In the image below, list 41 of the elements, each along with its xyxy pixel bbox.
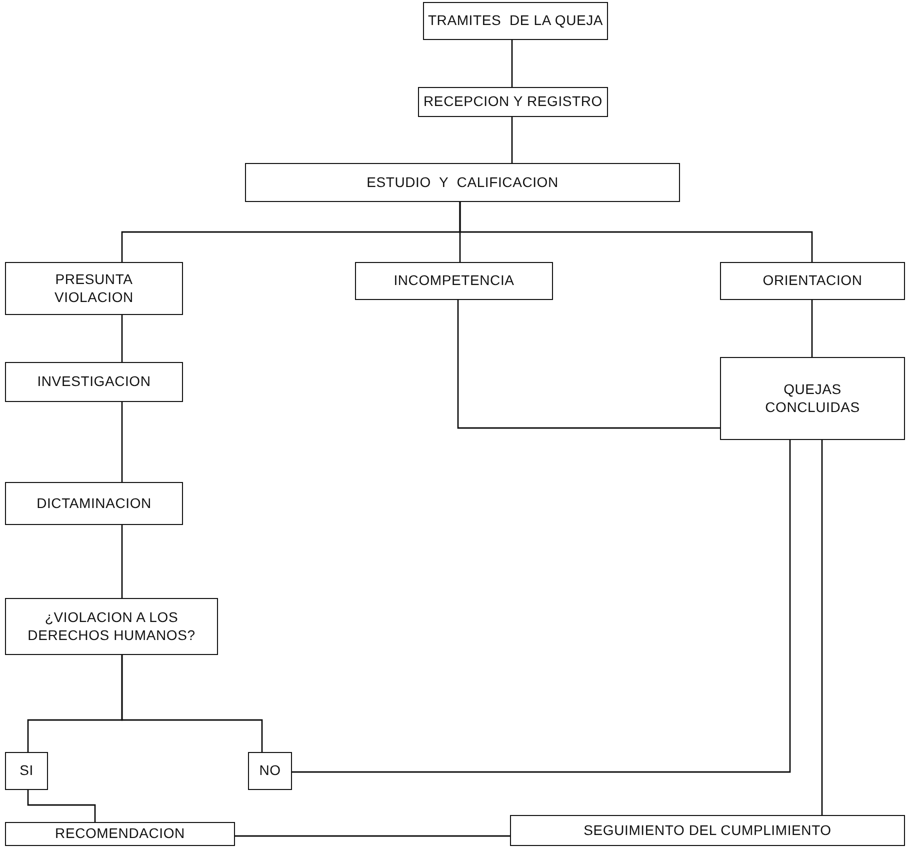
box-label: SEGUIMIENTO DEL CUMPLIMIENTO — [584, 822, 832, 840]
connector-line — [27, 790, 96, 822]
box-label: PRESUNTA VIOLACION — [54, 271, 134, 306]
box-label: ¿VIOLACION A LOS DERECHOS HUMANOS? — [26, 609, 196, 644]
connector-line — [121, 315, 123, 362]
process-box — [720, 262, 905, 300]
process-box — [5, 752, 48, 790]
connector-line — [292, 440, 791, 773]
box-label: TRAMITES DE LA QUEJA — [428, 12, 604, 30]
process-box — [355, 262, 553, 300]
process-box — [720, 357, 905, 440]
process-box — [5, 822, 235, 846]
box-label: DICTAMINACION — [36, 494, 152, 512]
box-label: SI — [20, 762, 34, 780]
connector-line — [811, 300, 813, 357]
connector-line — [121, 655, 263, 752]
process-box — [245, 163, 680, 202]
connector-line — [459, 202, 813, 262]
box-label: INCOMPETENCIA — [394, 272, 514, 290]
process-box — [5, 362, 183, 402]
connector-line — [235, 835, 510, 837]
process-box — [5, 262, 183, 315]
process-box — [248, 752, 292, 790]
box-label: ORIENTACION — [762, 272, 862, 290]
box-label: ESTUDIO Y CALIFICACION — [366, 174, 558, 192]
process-box — [423, 2, 608, 40]
box-label: QUEJAS CONCLUIDAS — [765, 381, 860, 416]
box-label: RECOMENDACION — [55, 825, 185, 843]
connector-line — [121, 402, 123, 482]
connector-line — [821, 440, 823, 815]
box-label: RECEPCION Y REGISTRO — [424, 93, 602, 111]
connector-line — [457, 300, 720, 429]
process-box — [5, 598, 218, 655]
connector-line — [511, 40, 513, 87]
process-box — [5, 482, 183, 525]
box-label: NO — [259, 762, 281, 780]
connector-line — [511, 117, 513, 163]
box-label: INVESTIGACION — [37, 373, 151, 391]
connector-line — [121, 525, 123, 598]
process-box — [510, 815, 905, 846]
process-box — [418, 87, 608, 117]
